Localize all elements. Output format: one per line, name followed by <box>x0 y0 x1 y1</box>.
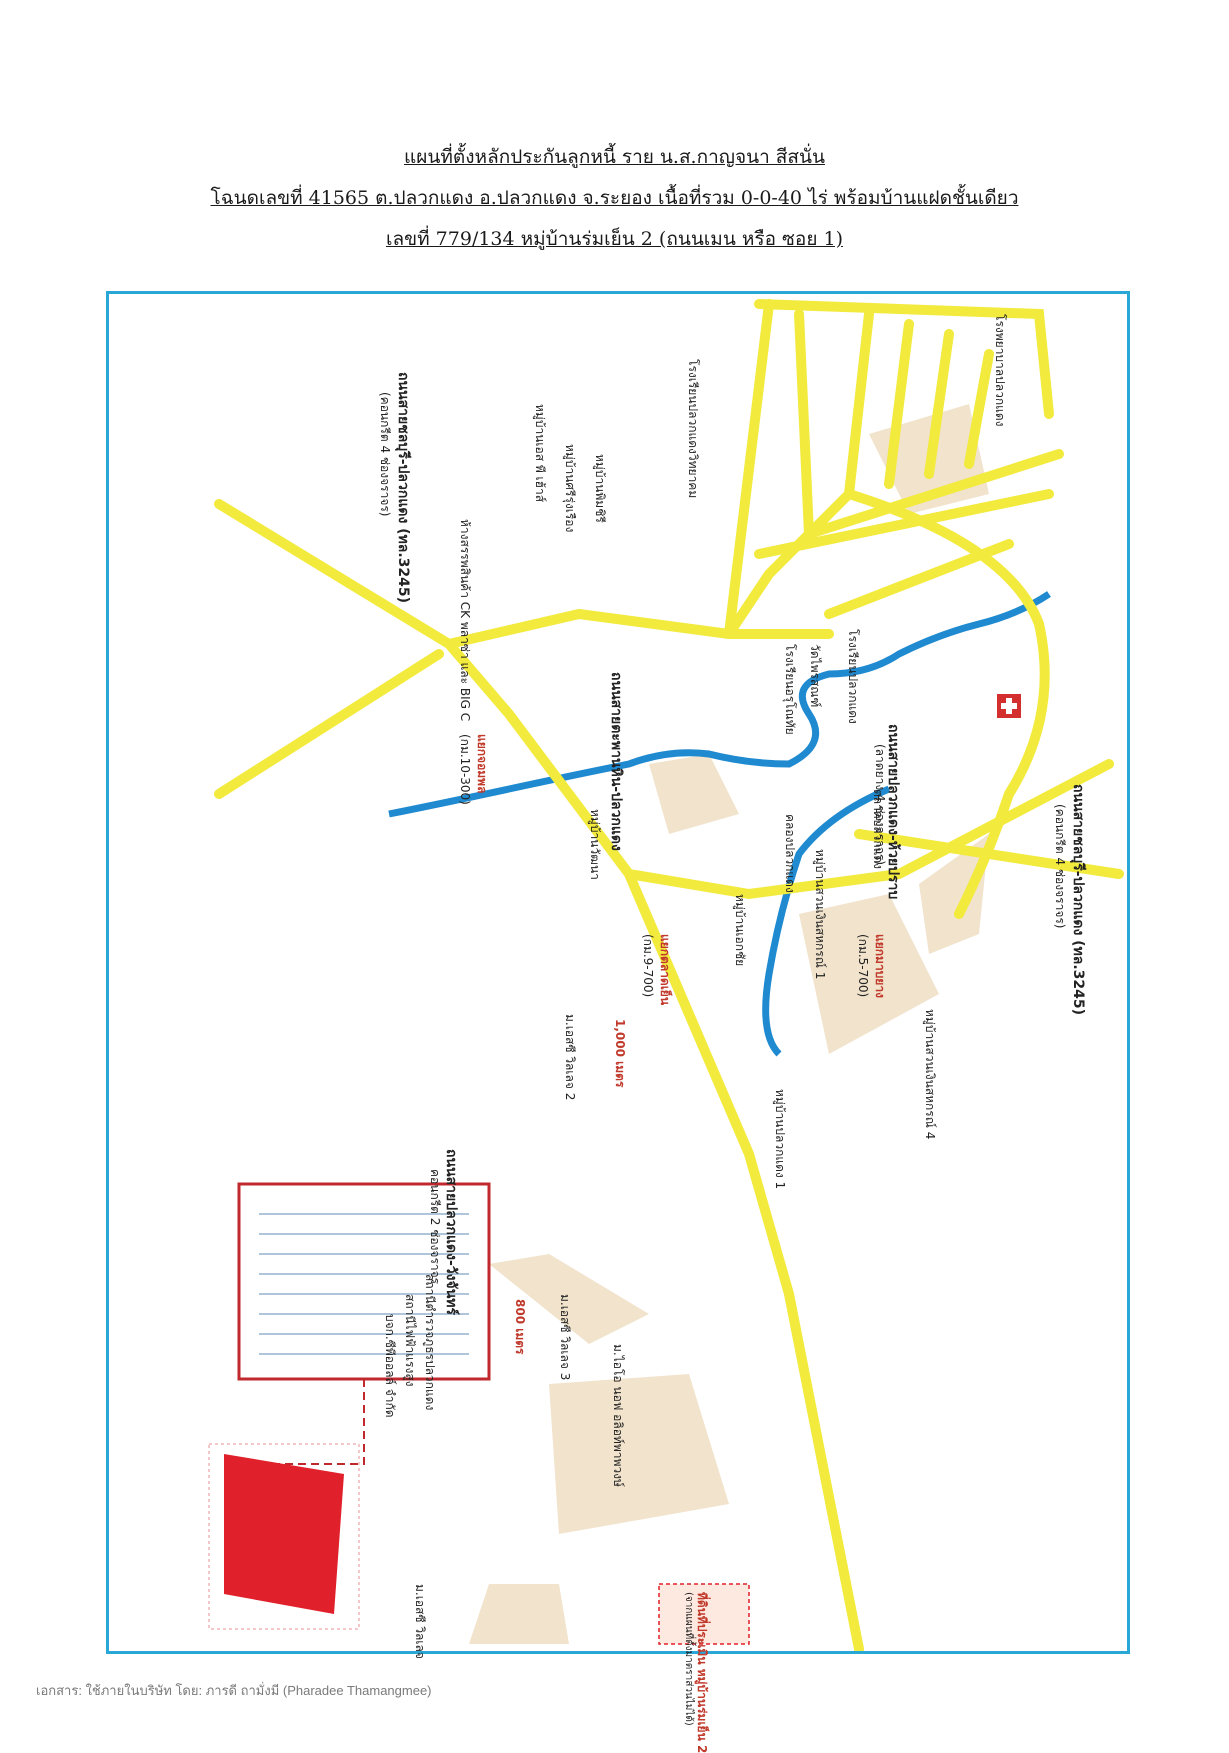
label-village-mia: ม.เอสซี วิลเลจ 2 <box>563 1014 577 1101</box>
label-intersection-1-km: (กม.10-300) <box>458 734 472 805</box>
map-title-line-1: แผนที่ตั้งหลักประกันลูกหนี้ ราย น.ส.กาญจ… <box>404 146 825 168</box>
label-main-road-north: ถนนสายชลบุรี-ปลวกแดง (ทล.3245) <box>395 372 411 604</box>
road-highway-3245 <box>214 499 864 1651</box>
label-school-3: โรงเรียนปลวกแดง <box>846 629 860 724</box>
label-village-center-2: หมู่บ้านเอกชัย <box>733 894 747 967</box>
label-main-road-north-sub: (คอนกรีต 4 ช่องจราจร) <box>378 392 392 517</box>
label-village-mia-3: ม.ไอโอ นอฟ อลิอท์พาพวงษ์ <box>611 1344 625 1487</box>
village-area-5 <box>469 1584 569 1644</box>
village-area-4 <box>919 834 989 954</box>
label-property-sub: (จากแผนที่ตั้งมาตราส่วนไม่ได้) <box>683 1592 694 1726</box>
label-temple-bottom: บจก.ซีพีออลล์ จำกัด <box>383 1314 397 1418</box>
label-intersection-1: แยกจอมพล <box>475 734 489 794</box>
label-school-2: โรงเรียนอรุโณทัย <box>783 644 797 735</box>
label-mall: ห้างสรรพสินค้า CK พลาซ่า และ BIG C <box>458 519 472 722</box>
label-hospital: โรงพยาบาลปลวกแดง <box>993 314 1007 427</box>
property-outline <box>208 1443 360 1630</box>
village-area-6 <box>649 754 739 834</box>
canal-river <box>388 591 1051 1057</box>
label-market: ตลาดปลวกแดง <box>871 789 885 870</box>
label-village-2: หมู่บ้านศรีรุ่งเรือง <box>563 444 577 533</box>
label-village-bottom: ม.เอสซี วิลเลจ <box>413 1584 427 1659</box>
label-power: สถานีไฟฟ้าแรงสูง <box>403 1294 417 1387</box>
label-village-right-1: หมู่บ้านสวนเงินสหกรณ์ 1 <box>813 849 827 980</box>
location-map: ถนนสายชลบุรี-ปลวกแดง (ทล.3245) (คอนกรีต … <box>106 291 1130 1753</box>
label-village-1: หมู่บ้านเอส พี เฮ้าส์ <box>533 404 547 503</box>
label-intersection-3: แยกมาบยาง <box>873 934 887 998</box>
label-distance-1000: 1,000 เมตร <box>613 1019 627 1088</box>
label-main-road-south-sub: (คอนกรีต 4 ช่องจราจร) <box>1053 804 1067 929</box>
property-legend-box <box>658 1583 750 1645</box>
label-village-right-4: หมู่บ้านสวนเงินสหกรณ์ 4 <box>923 1009 937 1140</box>
road-loop <box>844 489 1050 919</box>
label-village-center-1: หมู่บ้านวัฒนา <box>588 809 602 880</box>
label-village-bottom-1: หมู่บ้านปลวกแดง 1 <box>773 1089 787 1190</box>
label-village-mia-2: ม.เอสซี วิลเลจ 3 <box>558 1294 572 1381</box>
label-intersection-3-km: (กม.5-700) <box>856 934 870 998</box>
label-school-1: โรงเรียนปลวกแดงวิทยาคม <box>686 359 700 499</box>
label-temple-1: วัดไพรสณฑ์ <box>808 644 822 708</box>
road-to-nikhom <box>214 649 444 799</box>
road-east <box>444 608 834 649</box>
label-road-map-ta-phut: ถนนสายตะพานหิน-ปลวกแดง <box>608 672 624 851</box>
map-title-line-2: โฉนดเลขที่ 41565 ต.ปลวกแดง อ.ปลวกแดง จ.ร… <box>210 187 1019 209</box>
label-canal: คลองปลวกแดง <box>783 814 797 893</box>
map-title-line-3: เลขที่ 779/134 หมู่บ้านร่มเย็น 2 (ถนนเมน… <box>385 228 844 250</box>
village-area-2 <box>489 1254 649 1344</box>
label-distance-800: 800 เมตร <box>513 1299 527 1355</box>
road-south-east <box>624 759 1114 900</box>
label-village-3: หมู่บ้านพิมชิรี <box>593 454 607 523</box>
road-town-grid <box>724 299 1064 639</box>
village-area-1 <box>549 1374 729 1534</box>
label-main-road-south: ถนนสายชลบุรี-ปลวกแดง (ทล.3245) <box>1070 784 1086 1016</box>
label-intersection-2: แยกตลาดเย็น <box>658 934 672 1006</box>
label-police: สถานีตำรวจภูธรปลวกแดง <box>423 1274 437 1411</box>
label-road-plaukdaeng-wangjan-sub: คอนกรีต 2 ช่องจราจร <box>428 1169 442 1285</box>
road-huay-prab <box>854 829 1124 879</box>
property-parcel <box>224 1454 344 1614</box>
document-footer: เอกสาร: ใช้ภายในบริษัท โดย: ภารดี ถามั่ง… <box>36 1683 432 1698</box>
village-area-3 <box>799 894 939 1054</box>
road-town-top <box>754 299 1054 419</box>
map-drawing <box>208 299 1124 1651</box>
plan-inset <box>237 1182 491 1381</box>
inset-connector <box>249 1379 365 1465</box>
road-north <box>724 489 854 639</box>
label-intersection-2-km: (กม.9-700) <box>641 934 655 998</box>
